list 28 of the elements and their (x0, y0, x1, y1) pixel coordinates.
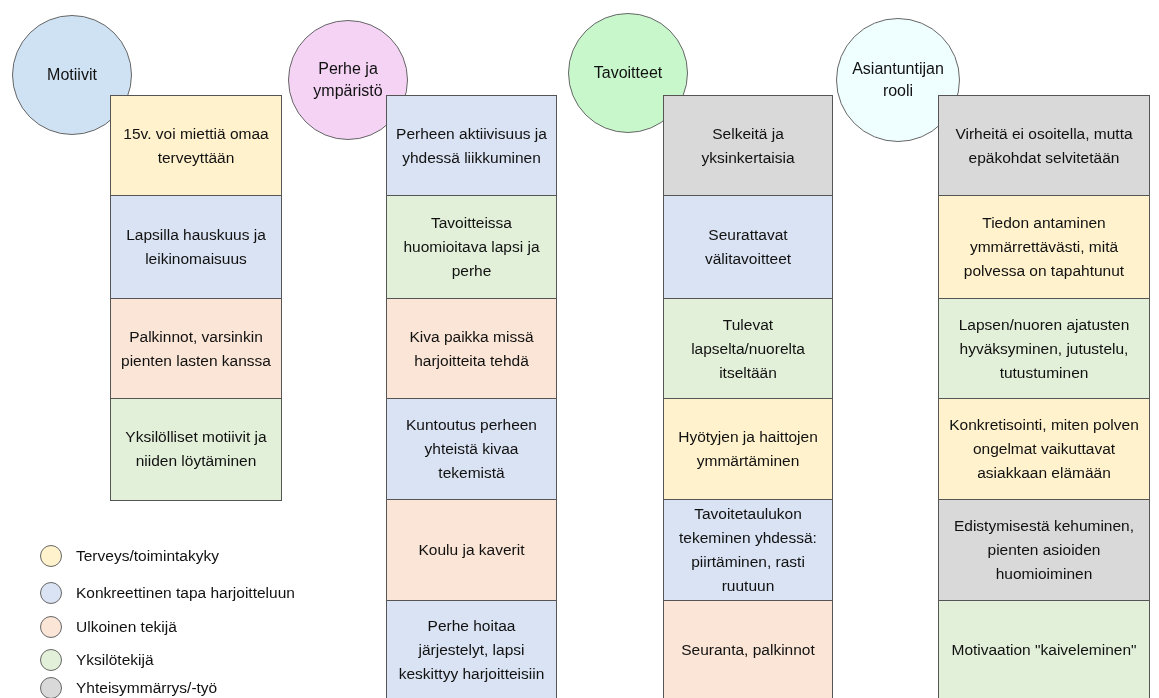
category-circle: Tavoitteet (568, 13, 688, 133)
note-box: Koulu ja kaverit (386, 499, 557, 602)
note-box: Edistymisestä kehuminen, pienten asioiden huomioiminen (938, 499, 1150, 602)
note-box: Konkretisointi, miten polven ongelmat vaikuttavat asiakkaan elämään (938, 398, 1150, 501)
note-box: Yksilölliset motiivit ja niiden löytäminen (110, 398, 282, 501)
note-box: Seuranta, palkinnot (663, 600, 833, 698)
note-box: 15v. voi miettiä omaa terveyttään (110, 95, 282, 197)
note-box: Kiva paikka missä harjoitteita tehdä (386, 298, 557, 400)
legend-label: Ulkoinen tekijä (76, 618, 177, 636)
note-box: Palkinnot, varsinkin pienten lasten kanssa (110, 298, 282, 400)
note-box: Motivaation "kaiveleminen" (938, 600, 1150, 698)
legend-label: Yksilötekijä (76, 651, 154, 669)
note-box: Tavoitteissa huomioitava lapsi ja perhe (386, 195, 557, 300)
note-box: Perheen aktiivisuus ja yhdessä liikkuminen (386, 95, 557, 197)
note-box: Tiedon antaminen ymmärrettävästi, mitä polvessa on tapahtunut (938, 195, 1150, 300)
note-box: Selkeitä ja yksinkertaisia (663, 95, 833, 197)
note-box: Hyötyjen ja haittojen ymmärtäminen (663, 398, 833, 501)
legend-label: Yhteisymmärrys/-työ (76, 679, 218, 697)
note-box: Kuntoutus perheen yhteistä kivaa tekemistä (386, 398, 557, 501)
note-box: Lapsen/nuoren ajatusten hyväksyminen, jutustelu, tutustuminen (938, 298, 1150, 400)
note-box: Virheitä ei osoitella, mutta epäkohdat selvitetään (938, 95, 1150, 197)
legend-label: Konkreettinen tapa harjoitteluun (76, 584, 295, 602)
note-box: Lapsilla hauskuus ja leikinomaisuus (110, 195, 282, 300)
note-box: Perhe hoitaa järjestelyt, lapsi keskittyy harjoitteisiin (386, 600, 557, 698)
note-box: Tulevat lapselta/nuorelta itseltään (663, 298, 833, 400)
note-box: Tavoitetaulukon tekeminen yhdessä: piirtäminen, rasti ruutuun (663, 499, 833, 602)
legend-label: Terveys/toimintakyky (76, 547, 219, 565)
note-box: Seurattavat välitavoitteet (663, 195, 833, 300)
